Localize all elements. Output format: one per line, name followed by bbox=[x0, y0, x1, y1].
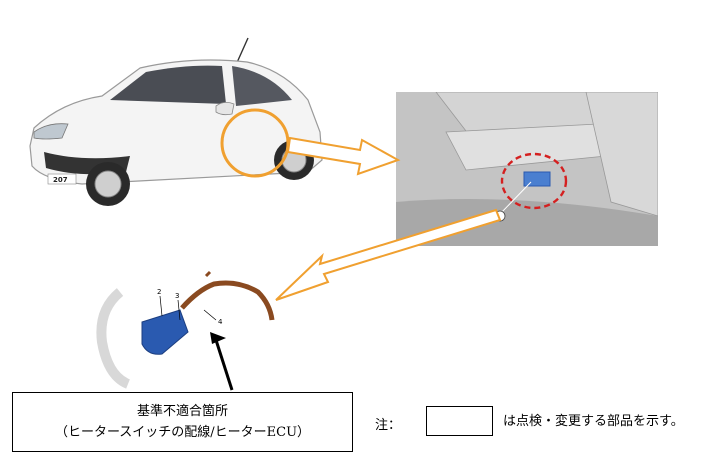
harness-outline bbox=[96, 288, 131, 389]
wire-end bbox=[204, 270, 212, 278]
note-text: は点検・変更する部品を示す。 bbox=[503, 414, 684, 429]
car-front-rim bbox=[94, 170, 122, 198]
callout-2: 2 bbox=[157, 288, 161, 296]
caption-line-2: （ヒータースイッチの配線/ヒーターECU） bbox=[54, 425, 311, 440]
callout-4: 4 bbox=[218, 318, 223, 326]
wire-harness bbox=[180, 280, 275, 321]
car-badge: 207 bbox=[53, 176, 68, 184]
pointer-arrow-shaft bbox=[214, 339, 234, 391]
dashed-highlight-circle bbox=[498, 150, 570, 212]
car-windshield bbox=[110, 65, 226, 104]
interior-photo bbox=[396, 92, 658, 246]
nonconformity-caption: 基準不適合箇所 （ヒータースイッチの配線/ヒーターECU） bbox=[12, 392, 353, 452]
caption-line-1: 基準不適合箇所 bbox=[136, 404, 228, 419]
photo-leader-line bbox=[499, 181, 532, 215]
pointer-arrow-head bbox=[210, 332, 226, 344]
note-label: 注： bbox=[375, 418, 402, 433]
car-plate bbox=[47, 173, 77, 185]
floor bbox=[396, 199, 658, 246]
callout-line-2 bbox=[159, 295, 163, 317]
car-headlight bbox=[33, 123, 69, 140]
callout-line-4 bbox=[203, 309, 217, 321]
car-side-window bbox=[232, 66, 292, 106]
arrow-car-to-photo bbox=[286, 136, 401, 176]
door-pillar bbox=[585, 92, 658, 217]
callout-line-3 bbox=[177, 299, 181, 321]
highlight-circle bbox=[218, 106, 292, 180]
arrow-photo-to-harness bbox=[275, 208, 502, 301]
heater-ecu-connector bbox=[141, 309, 189, 355]
note-legend-box bbox=[426, 406, 493, 436]
callout-3: 3 bbox=[175, 292, 179, 300]
harness-drawing: 2 3 4 bbox=[88, 270, 284, 392]
car-mirror bbox=[215, 102, 235, 116]
